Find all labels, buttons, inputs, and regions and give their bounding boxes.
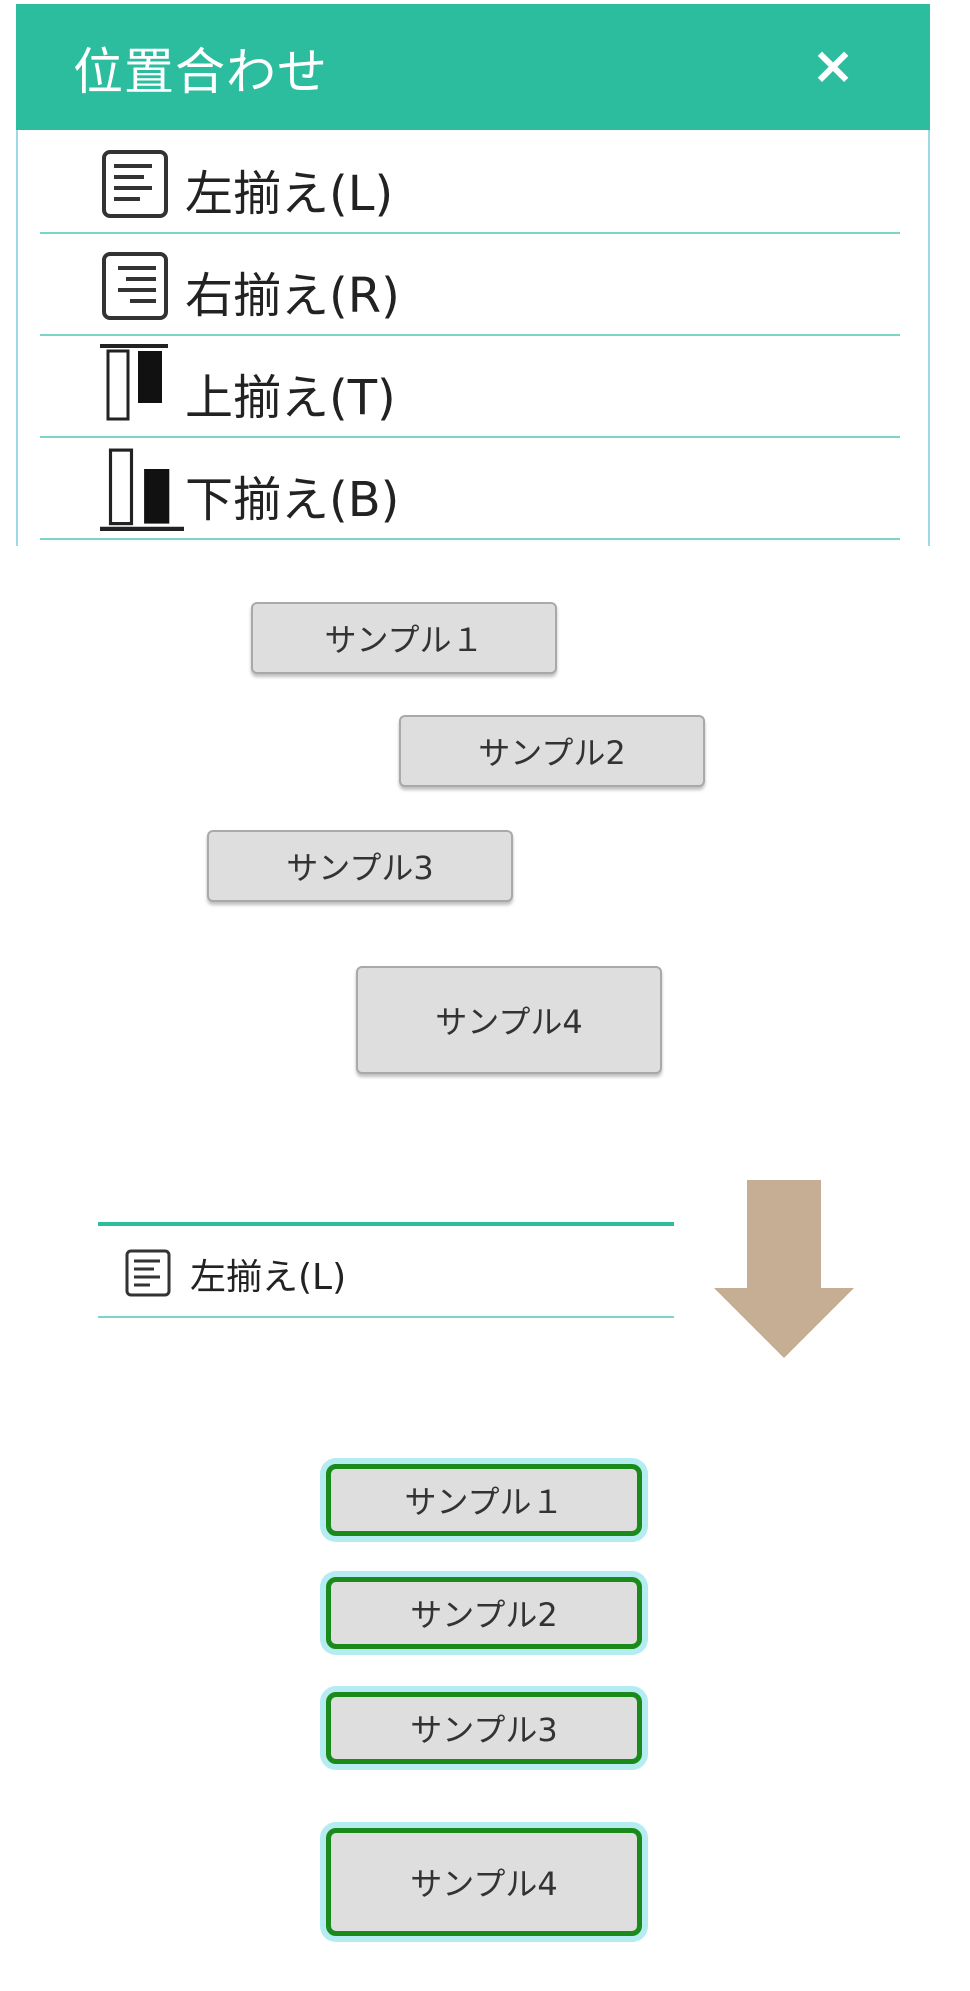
menu-item-label: 右揃え(R) xyxy=(185,268,400,324)
panel-header: 位置合わせ × xyxy=(16,4,930,130)
sample-button-1-aligned[interactable]: サンプル１ xyxy=(326,1464,642,1536)
menu-item-align-top[interactable]: 上揃え(T) xyxy=(40,336,900,438)
menu-item-align-bottom[interactable]: 下揃え(B) xyxy=(40,438,900,540)
menu-item-label: 下揃え(B) xyxy=(185,472,400,528)
align-right-icon xyxy=(102,252,168,320)
menu-item-align-right[interactable]: 右揃え(R) xyxy=(40,234,900,336)
sample-button-4[interactable]: サンプル4 xyxy=(356,966,662,1074)
align-panel: 位置合わせ × 左揃え(L) 右揃え(R) 上揃え(T) xyxy=(16,4,930,546)
menu-item-label: 左揃え(L) xyxy=(190,1257,347,1298)
sample-button-4-aligned[interactable]: サンプル4 xyxy=(326,1828,642,1936)
sample-button-1[interactable]: サンプル１ xyxy=(251,602,557,674)
sample-button-2-aligned[interactable]: サンプル2 xyxy=(326,1577,642,1649)
align-bottom-icon xyxy=(100,448,184,531)
align-top-icon xyxy=(100,344,168,421)
close-button[interactable]: × xyxy=(811,36,855,96)
menu-item-label: 上揃え(T) xyxy=(185,370,396,426)
menu-item-align-left-selected[interactable]: 左揃え(L) xyxy=(98,1222,674,1318)
align-left-icon xyxy=(125,1249,171,1297)
sample-button-3[interactable]: サンプル3 xyxy=(207,830,513,902)
panel-title: 位置合わせ xyxy=(73,43,328,101)
down-arrow-icon xyxy=(714,1180,854,1358)
menu-item-align-left[interactable]: 左揃え(L) xyxy=(40,132,900,234)
menu-item-label: 左揃え(L) xyxy=(185,166,394,222)
align-left-icon xyxy=(102,150,168,218)
sample-button-2[interactable]: サンプル2 xyxy=(399,715,705,787)
sample-button-3-aligned[interactable]: サンプル3 xyxy=(326,1692,642,1764)
